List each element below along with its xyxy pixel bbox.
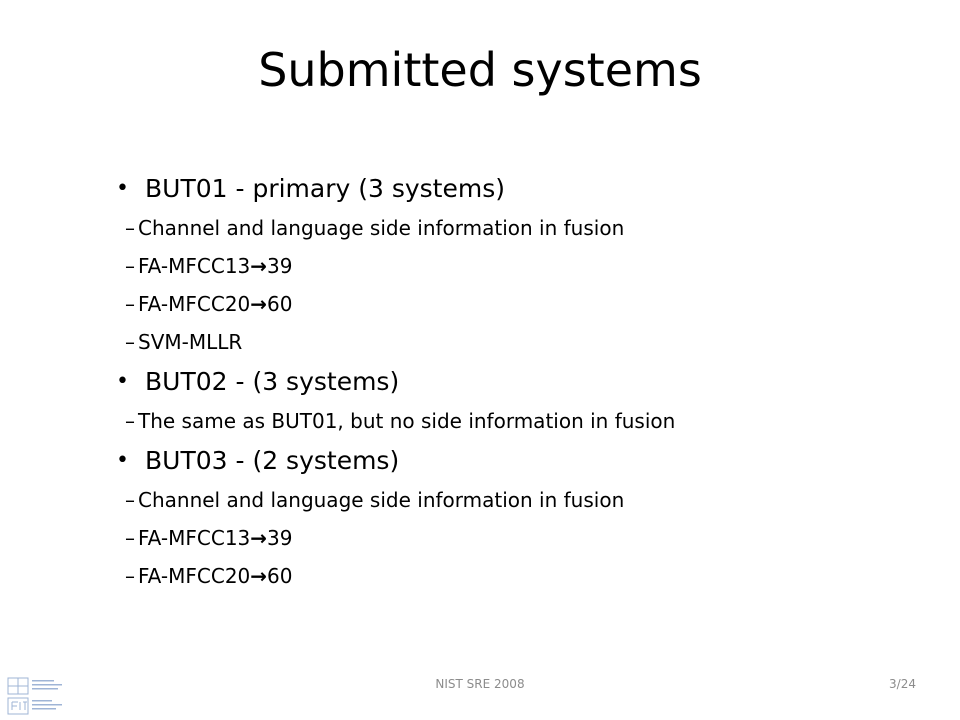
feature-dim: 39: [267, 254, 293, 278]
sub-item: – Channel and language side information …: [0, 209, 916, 247]
sub-item: – FA-MFCC13→39: [0, 247, 916, 285]
arrow-right-icon: →: [250, 254, 268, 278]
footer-text: NIST SRE 2008: [435, 677, 525, 691]
bullet-text: BUT03 - (2 systems): [145, 446, 400, 475]
arrow-right-icon: →: [250, 292, 268, 316]
bullet-dot: •: [116, 448, 129, 473]
feature-dim: 39: [267, 526, 293, 550]
bullet-but03: • BUT03 - (2 systems): [116, 440, 916, 481]
slide-content: • BUT01 - primary (3 systems) – Channel …: [116, 168, 916, 595]
page-number: 3/24: [889, 677, 916, 691]
slide-title: Submitted systems: [258, 43, 702, 97]
sub-text: SVM-MLLR: [138, 330, 243, 354]
bullet-text: BUT02 - (3 systems): [145, 367, 400, 396]
dash-glyph: –: [125, 488, 135, 512]
sub-text: FA-MFCC20→60: [138, 564, 292, 588]
sub-text: Channel and language side information in…: [138, 488, 625, 512]
sub-item: – FA-MFCC13→39: [0, 519, 916, 557]
fit-logo-icon: [7, 677, 62, 715]
dash-glyph: –: [125, 254, 135, 278]
sub-item: – Channel and language side information …: [0, 481, 916, 519]
dash-glyph: –: [125, 216, 135, 240]
dash-glyph: –: [125, 292, 135, 316]
bullet-but01: • BUT01 - primary (3 systems): [116, 168, 916, 209]
feature-name: FA-MFCC13: [138, 254, 251, 278]
arrow-right-icon: →: [250, 526, 268, 550]
dash-glyph: –: [125, 526, 135, 550]
dash-glyph: –: [125, 409, 135, 433]
feature-dim: 60: [267, 564, 293, 588]
sub-item: – SVM-MLLR: [0, 323, 916, 361]
sub-text: Channel and language side information in…: [138, 216, 625, 240]
feature-dim: 60: [267, 292, 293, 316]
sub-item: – The same as BUT01, but no side informa…: [0, 402, 916, 440]
sub-item: – FA-MFCC20→60: [0, 557, 916, 595]
bullet-dot: •: [116, 369, 129, 394]
dash-glyph: –: [125, 330, 135, 354]
bullet-text: BUT01 - primary (3 systems): [145, 174, 505, 203]
dash-glyph: –: [125, 564, 135, 588]
bullet-dot: •: [116, 176, 129, 201]
sub-item: – FA-MFCC20→60: [0, 285, 916, 323]
bullet-but02: • BUT02 - (3 systems): [116, 361, 916, 402]
feature-name: FA-MFCC20: [138, 292, 251, 316]
sub-text: FA-MFCC13→39: [138, 526, 292, 550]
sub-text: FA-MFCC20→60: [138, 292, 292, 316]
sub-text: The same as BUT01, but no side informati…: [138, 409, 676, 433]
feature-name: FA-MFCC13: [138, 526, 251, 550]
sub-text: FA-MFCC13→39: [138, 254, 292, 278]
feature-name: FA-MFCC20: [138, 564, 251, 588]
arrow-right-icon: →: [250, 564, 268, 588]
